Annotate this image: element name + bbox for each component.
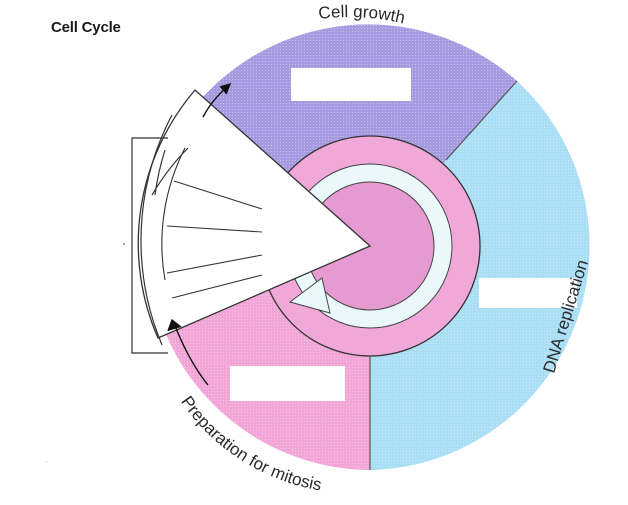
sector-mitosis xyxy=(137,89,372,339)
flow-arrow-top xyxy=(202,82,232,118)
flow-arrow-bottom xyxy=(167,318,209,386)
answer-box-preparation-for-mitosis[interactable] xyxy=(230,366,345,401)
mitosis-division-line xyxy=(173,180,263,210)
mitosis-inner-arc xyxy=(161,147,186,281)
inner-guide-arc xyxy=(151,147,189,196)
divider-growth-dna xyxy=(445,80,518,161)
mitosis-division-line xyxy=(166,254,263,274)
answer-box-dna-replication[interactable] xyxy=(479,278,577,308)
answer-box-cell-growth[interactable] xyxy=(291,68,411,101)
mitosis-subdivisions xyxy=(161,147,263,299)
inner-guide-arc xyxy=(154,149,166,196)
mitosis-bracket xyxy=(123,114,189,354)
page-title: Cell Cycle xyxy=(51,19,121,36)
outer-guide-arc xyxy=(140,114,173,346)
cycle-arrowhead-icon xyxy=(288,277,331,314)
mitosis-division-line xyxy=(171,274,263,299)
left-bracket xyxy=(131,137,168,354)
mitosis-division-line xyxy=(166,225,263,233)
